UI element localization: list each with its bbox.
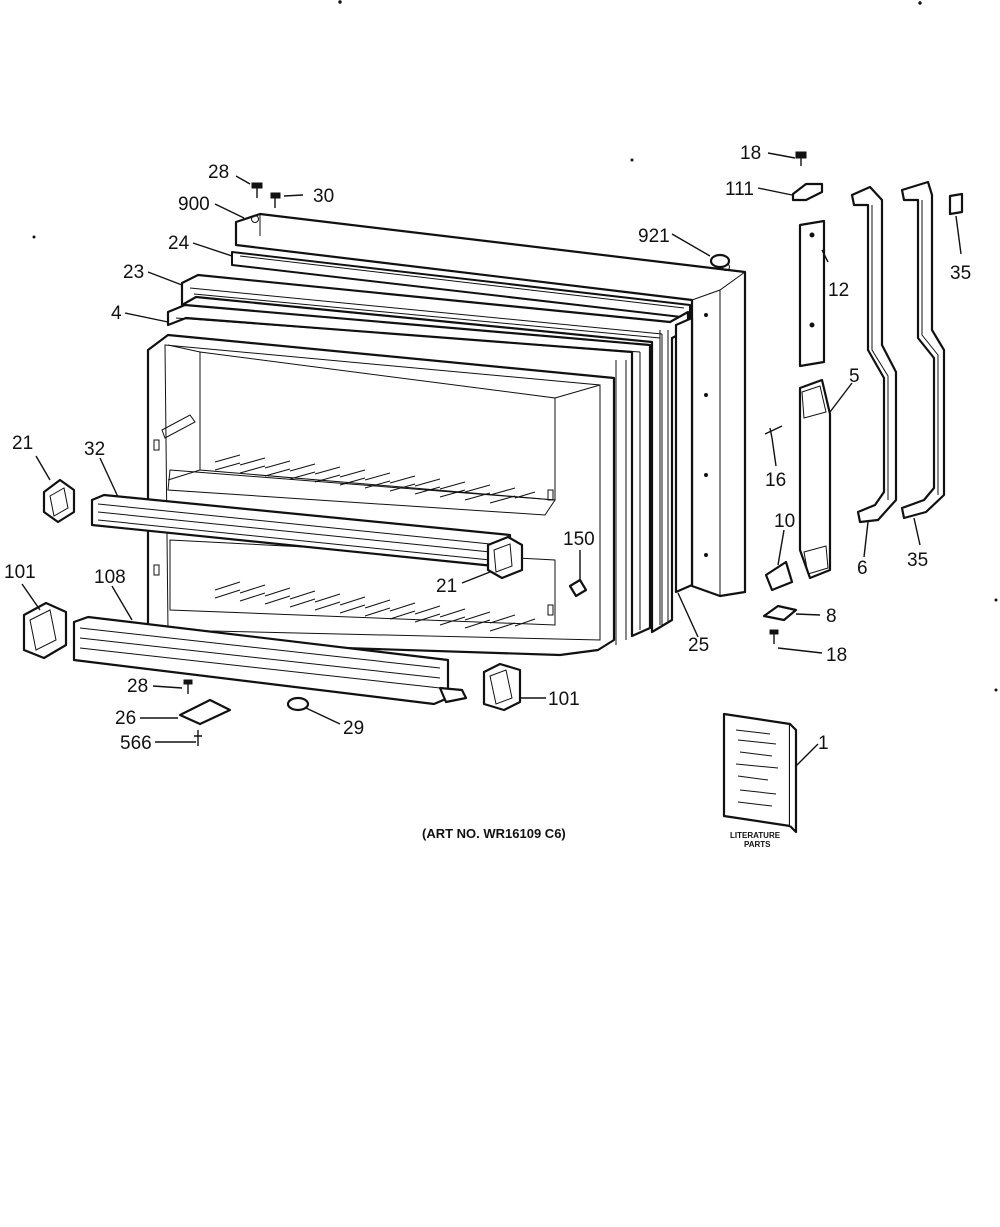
door-assembly: [72, 212, 747, 706]
door-liner: [166, 303, 661, 645]
callout-18-lower: 18: [826, 645, 847, 666]
inner-liner-box: [146, 333, 616, 657]
door-stop-10: [764, 560, 794, 592]
callout-25: 25: [688, 635, 709, 656]
shelf-bar-108: [72, 615, 468, 706]
plug-921: [709, 253, 731, 269]
callout-101-left: 101: [4, 562, 36, 583]
callout-labels: 900 28 30 24 23 4 921 18 111 12 35 5 16 …: [4, 143, 971, 754]
callout-24: 24: [168, 233, 190, 254]
callout-28-lower: 28: [127, 676, 148, 697]
hinge-5: [798, 378, 832, 580]
outer-door-panel: [234, 212, 747, 598]
screw-16: [764, 425, 783, 439]
callout-12: 12: [828, 280, 849, 301]
leader-lines: [21, 152, 962, 767]
bracket-8: [762, 604, 798, 622]
callout-1: 1: [818, 733, 829, 754]
lower-shelf-ribs: [214, 581, 536, 632]
screw-18-lower: [769, 629, 779, 644]
callout-32: 32: [84, 439, 105, 460]
end-cap-21-left: [42, 478, 76, 524]
art-number: (ART NO. WR16109 C6): [422, 826, 566, 841]
callout-23: 23: [123, 262, 144, 283]
screw-18-top: [795, 151, 807, 166]
clip-150: [568, 578, 588, 598]
bracket-26: [178, 698, 232, 726]
side-trim-25: [674, 316, 694, 594]
hinge-cap-111: [791, 182, 824, 202]
callout-16: 16: [765, 470, 786, 491]
callout-26: 26: [115, 708, 136, 729]
hinge-bracket-12: [798, 219, 826, 368]
callout-150: 150: [563, 529, 595, 550]
plug-29: [286, 696, 310, 712]
callout-8: 8: [826, 606, 837, 627]
callout-35-top: 35: [950, 263, 971, 284]
callout-101-right: 101: [548, 689, 580, 710]
callout-21-left: 21: [12, 433, 33, 454]
callout-111: 111: [725, 179, 754, 200]
callout-4: 4: [111, 303, 122, 324]
callout-566: 566: [120, 733, 152, 754]
literature-label-line2: PARTS: [744, 840, 771, 849]
screw-28-lower: [183, 679, 193, 694]
screw-30: [270, 192, 281, 208]
callout-108: 108: [94, 567, 126, 588]
handle-35: [900, 180, 946, 520]
callout-21-right: 21: [436, 576, 457, 597]
callout-10: 10: [774, 511, 795, 532]
callout-29: 29: [343, 718, 364, 739]
callout-900: 900: [178, 194, 210, 215]
door-gasket: [180, 273, 690, 634]
end-cap-101-left: [22, 601, 68, 660]
end-cap-35: [948, 192, 964, 216]
literature-booklet: LITERATURE PARTS: [722, 712, 798, 849]
callout-28-top: 28: [208, 162, 229, 183]
callout-18-top: 18: [740, 143, 761, 164]
callout-921: 921: [638, 226, 670, 247]
callout-30: 30: [313, 186, 334, 207]
upper-shelf-ribs: [214, 454, 536, 504]
callout-35-lower: 35: [907, 550, 928, 571]
callout-6: 6: [857, 558, 868, 579]
screw-28-top: [251, 182, 263, 198]
screw-566: [194, 730, 202, 746]
end-cap-101-right: [482, 662, 522, 712]
handle-6: [850, 185, 898, 524]
end-cap-21-right: [486, 535, 524, 580]
scan-specks: [32, 0, 998, 692]
callout-5: 5: [849, 366, 860, 387]
literature-label-line1: LITERATURE: [730, 831, 781, 840]
